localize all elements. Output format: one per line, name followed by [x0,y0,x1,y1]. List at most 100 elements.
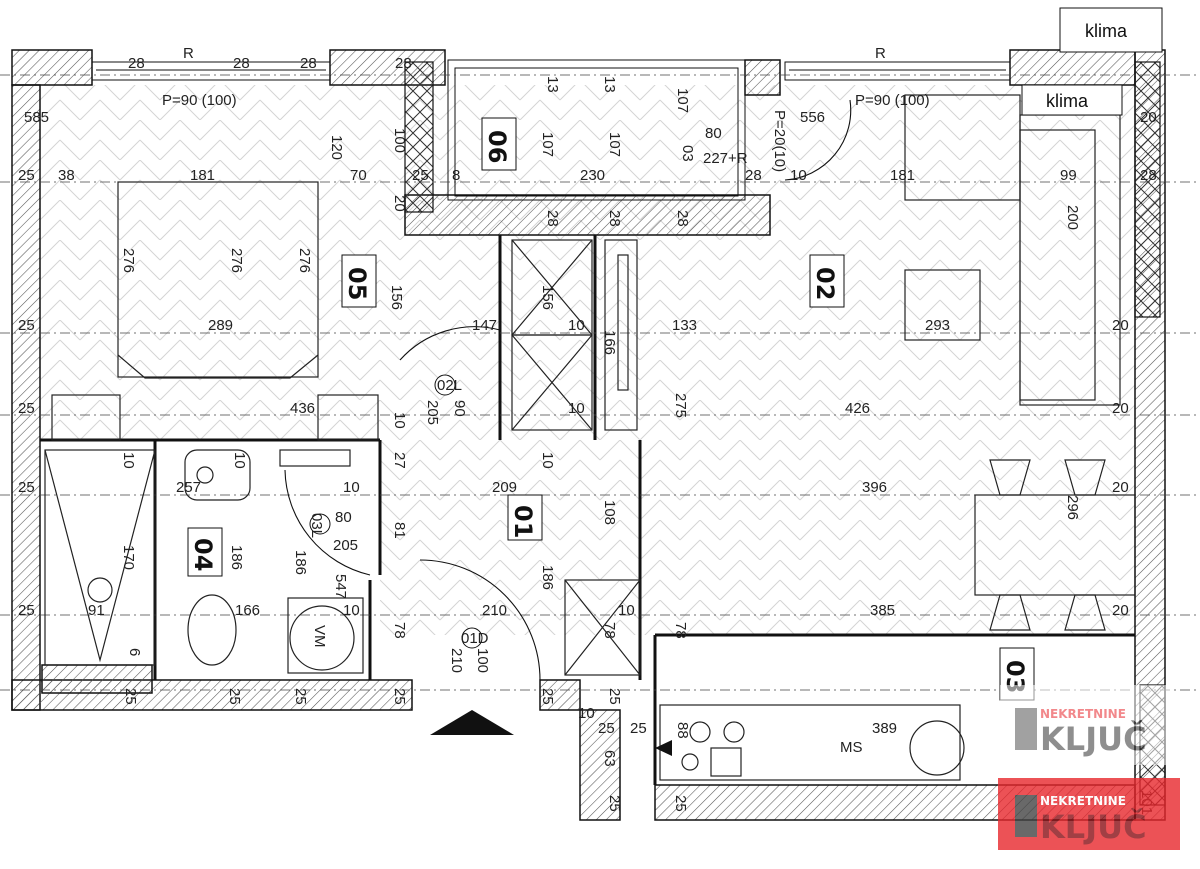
svg-text:88: 88 [674,722,691,739]
dimensions: 28 28 28 28 13 13 585 25 38 181 120 70 1… [18,55,1157,815]
svg-text:70: 70 [350,167,367,184]
svg-text:556: 556 [800,109,825,126]
watermark-logo-red: NEKRETNINE KLJUČ [998,778,1180,850]
armchair [904,94,1021,201]
room-02: 02 [811,267,839,300]
svg-text:296: 296 [1064,495,1081,520]
svg-text:275: 275 [672,393,689,418]
svg-text:25: 25 [18,602,35,619]
svg-text:210: 210 [448,648,465,673]
svg-text:20: 20 [391,195,408,212]
svg-text:10: 10 [568,400,585,417]
door-01d: 01D [461,630,489,647]
svg-text:181: 181 [190,167,215,184]
svg-text:78: 78 [672,622,689,639]
r-left-label: R [183,45,194,62]
svg-text:133: 133 [672,317,697,334]
svg-text:210: 210 [482,602,507,619]
svg-text:25: 25 [606,688,623,705]
dining-table [974,494,1136,596]
svg-text:28: 28 [1140,167,1157,184]
svg-text:25: 25 [18,400,35,417]
svg-text:289: 289 [208,317,233,334]
svg-text:181: 181 [890,167,915,184]
svg-text:81: 81 [391,522,408,539]
svg-text:209: 209 [492,479,517,496]
svg-text:KLJUČ: KLJUČ [1040,719,1147,758]
door-swings [284,99,852,681]
door-01d-width: 100 [474,648,491,673]
counter [279,449,351,467]
svg-text:25: 25 [412,167,429,184]
floor-herringbone-lower [380,440,1135,635]
svg-text:10: 10 [391,412,408,429]
door-02l: 02L [437,377,462,394]
svg-text:107: 107 [674,88,691,113]
svg-text:28: 28 [745,167,762,184]
svg-text:25: 25 [292,688,309,705]
svg-text:25: 25 [226,688,243,705]
svg-text:547: 547 [332,574,349,599]
kitchen-ms: MS [840,739,863,756]
svg-text:585: 585 [24,109,49,126]
svg-text:25: 25 [18,317,35,334]
svg-text:6: 6 [126,648,143,656]
svg-text:10: 10 [231,452,248,469]
svg-text:10: 10 [343,602,360,619]
svg-text:28: 28 [128,55,145,72]
svg-text:13: 13 [601,76,618,93]
washing-machine [287,597,364,674]
svg-text:20: 20 [1112,479,1129,496]
nightstand-left [51,394,121,441]
wardrobe-2 [511,334,593,431]
svg-text:108: 108 [601,500,618,525]
dim-80-balcony: 80 [705,125,722,142]
svg-text:27: 27 [391,452,408,469]
svg-text:200: 200 [1064,205,1081,230]
svg-text:385: 385 [870,602,895,619]
nightstand-right [317,394,379,441]
svg-text:25: 25 [598,720,615,737]
svg-text:276: 276 [120,248,137,273]
svg-text:230: 230 [580,167,605,184]
svg-text:KLJUČ: KLJUČ [1040,807,1147,846]
svg-text:166: 166 [235,602,260,619]
svg-text:91: 91 [88,602,105,619]
r-right-label: R [875,45,886,62]
svg-text:156: 156 [388,285,405,310]
svg-text:25: 25 [18,167,35,184]
svg-text:100: 100 [391,128,408,153]
svg-text:25: 25 [672,795,689,812]
svg-text:276: 276 [296,248,313,273]
wall-insulation-right [1134,61,1161,318]
svg-text:NEKRETNINE: NEKRETNINE [1040,794,1126,808]
coffee-table [904,269,981,341]
shower [44,449,156,666]
wall-insulation-left [404,61,434,213]
svg-text:28: 28 [395,55,412,72]
svg-text:28: 28 [606,210,623,227]
bed [117,181,319,378]
svg-text:25: 25 [539,688,556,705]
svg-text:436: 436 [290,400,315,417]
svg-text:78: 78 [391,622,408,639]
svg-text:NEKRETNINE: NEKRETNINE [1040,707,1126,721]
svg-text:276: 276 [228,248,245,273]
svg-text:99: 99 [1060,167,1077,184]
svg-text:25: 25 [391,688,408,705]
tv-unit [604,239,638,431]
svg-text:389: 389 [872,720,897,737]
svg-text:13: 13 [544,76,561,93]
svg-text:257: 257 [176,479,201,496]
kitchen-counter [659,704,961,781]
room-01: 01 [509,505,537,538]
svg-text:293: 293 [925,317,950,334]
svg-text:10: 10 [568,317,585,334]
watermark-logo-light: NEKRETNINE KLJUČ [1000,685,1170,765]
dim-227r: 227+R [703,150,748,167]
svg-text:25: 25 [18,479,35,496]
svg-text:10: 10 [618,602,635,619]
svg-text:25: 25 [122,688,139,705]
svg-text:20: 20 [1140,109,1157,126]
